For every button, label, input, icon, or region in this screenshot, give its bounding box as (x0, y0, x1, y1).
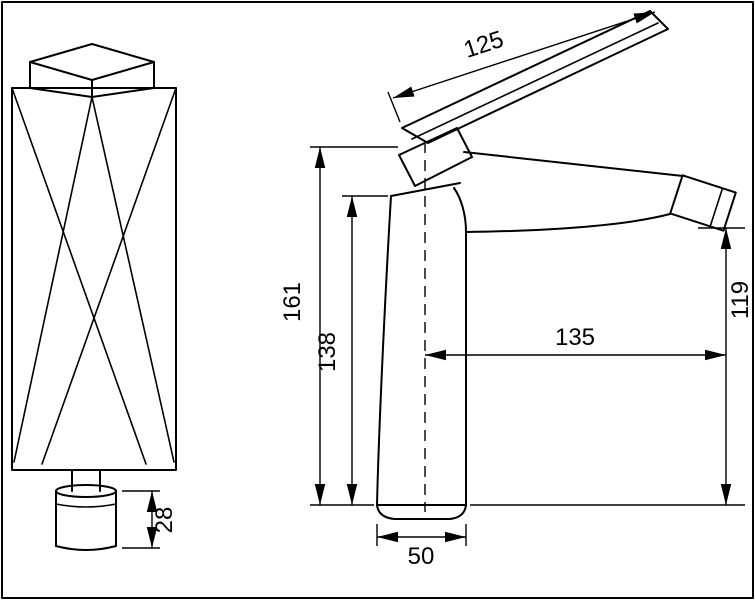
base-flange (376, 504, 467, 520)
extension-line (387, 91, 401, 123)
dim-label-body-height: 138 (314, 332, 341, 372)
spray-head-seam (55, 503, 117, 508)
dimension-line (392, 11, 656, 99)
body-facet-line-4 (91, 96, 175, 463)
cartridge-outline (398, 127, 473, 187)
body-facet-line-1 (11, 87, 147, 465)
dimension-overall-height: 161 (279, 146, 398, 506)
dim-label-overall-height: 161 (279, 282, 306, 322)
body-right-edge (453, 187, 467, 506)
dim-label-spout-reach: 135 (555, 324, 595, 351)
body-facet-line-2 (41, 87, 177, 465)
outlet-seam (709, 187, 724, 228)
handle-cap-top-face (29, 43, 155, 81)
dim-label-base-width: 50 (408, 543, 435, 570)
body-left-edge (376, 195, 392, 506)
faucet-body-front-outline (11, 87, 177, 471)
side-view: 125 161 138 135 119 (279, 10, 754, 570)
spray-head-top (55, 484, 117, 498)
dimension-spray-head-height: 28 (122, 490, 178, 549)
dim-label-outlet-height: 119 (727, 281, 754, 319)
spray-head-bottom (55, 545, 117, 551)
body-facet-line-3 (13, 96, 93, 463)
dimension-spout-reach: 135 (425, 324, 726, 361)
body-top-edge (390, 182, 461, 197)
lever-handle-fold-line (411, 22, 659, 140)
dimension-body-height: 138 (314, 195, 388, 505)
front-view: 28 (11, 43, 178, 551)
lever-handle-outline (401, 10, 669, 144)
dimension-outlet-height: 119 (470, 227, 754, 506)
spout-bottom-edge (465, 213, 671, 233)
dim-label-spray-head-height: 28 (151, 507, 178, 534)
dim-label-handle-length: 125 (460, 26, 506, 64)
spout-top-edge (463, 151, 684, 177)
outlet-outline (669, 174, 737, 232)
dimension-base-width: 50 (376, 524, 467, 570)
